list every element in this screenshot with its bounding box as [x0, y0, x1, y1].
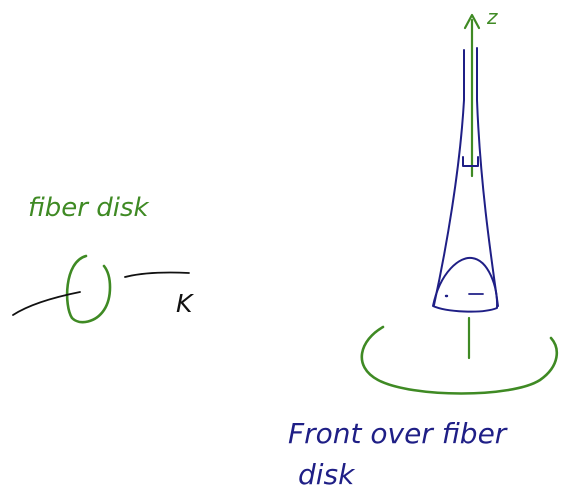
incoming-line	[12, 291, 81, 316]
caption-line-2: disk	[298, 458, 356, 491]
front-cone-left-side	[433, 49, 465, 306]
caption-line-1: Front over fiber	[288, 417, 508, 450]
front-bracket	[462, 156, 479, 167]
fiber-disk-label: fiber disk	[28, 193, 150, 223]
outgoing-line	[124, 271, 190, 278]
z-axis-label: z	[486, 5, 498, 29]
front-cone-right-side	[476, 47, 499, 307]
front-dome	[432, 256, 499, 313]
k-label: K	[176, 289, 195, 318]
z-axis-arrowhead	[463, 13, 481, 30]
fiber-disk-ellipse	[360, 325, 559, 395]
fiber-disk-arc	[65, 254, 112, 324]
